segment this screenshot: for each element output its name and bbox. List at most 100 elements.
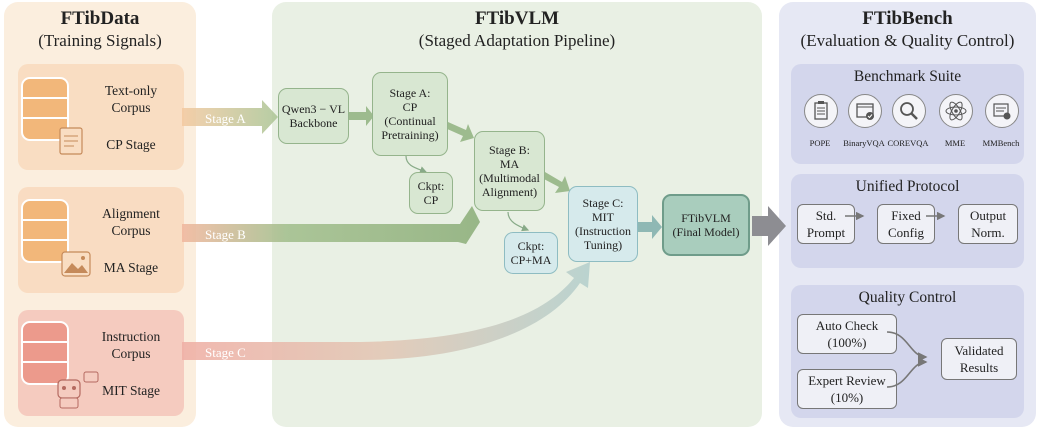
auto-check-line1: Auto Check [815, 318, 879, 333]
check-window-icon [848, 94, 882, 128]
corevqa-label: COREVQA [887, 138, 929, 148]
stage-b-flow-label: Stage B [205, 227, 246, 242]
vlm-subtitle: (Staged Adaptation Pipeline) [418, 31, 616, 50]
benchmark-suite-panel: Benchmark Suite POPE BinaryVQA COREVQA M… [791, 64, 1024, 164]
data-subtitle: (Training Signals) [38, 31, 162, 50]
ckpt-cp-node: Ckpt:CP [409, 172, 453, 214]
instruction-corpus-label-1: Instruction [101, 329, 161, 344]
mmbench-label: MMBench [982, 138, 1020, 148]
stage-b-to-ckpt-arrow [507, 211, 530, 232]
stage-a-flow-label: Stage A [205, 111, 246, 126]
clipboard-icon [804, 94, 838, 128]
final-line2: (Final Model) [672, 225, 740, 239]
stage-c-line4: Tuning) [583, 238, 623, 252]
ma-stage-label: MA Stage [103, 260, 159, 275]
bench-panel-title: FTibBench (Evaluation & Quality Control) [779, 8, 1036, 52]
final-to-bench-arrow [752, 206, 786, 246]
magnifier-icon [892, 94, 926, 128]
fixed-config-line1: Fixed [891, 208, 921, 223]
stage-c-line2: MIT [592, 210, 614, 224]
stage-a-to-ckpt-arrow [405, 155, 428, 174]
alignment-corpus-label-1: Alignment [102, 206, 160, 221]
backbone-line2: Backbone [289, 116, 338, 130]
chart-icon [985, 94, 1019, 128]
cp-stage-label: CP Stage [106, 137, 156, 152]
alignment-corpus-database-icon [21, 199, 69, 263]
bench-subtitle: (Evaluation & Quality Control) [800, 31, 1015, 50]
text-corpus-database-icon [21, 77, 69, 141]
atom-icon [939, 94, 973, 128]
quality-control-panel: Quality Control Auto Check (100%) Expert … [791, 285, 1024, 418]
stage-a-line1: Stage A: [389, 86, 431, 100]
ckpt-cpma-line1: Ckpt: [517, 239, 545, 253]
robot-icon [57, 371, 99, 409]
data-title: FTibData [60, 8, 140, 29]
auto-check-box: Auto Check (100%) [797, 314, 897, 354]
final-model-node: FTibVLM(Final Model) [662, 194, 750, 256]
stage-c-line1: Stage C: [582, 196, 624, 210]
stage-b-flow-arrow [182, 206, 480, 244]
final-line1: FTibVLM [681, 211, 731, 225]
output-norm-line2: Norm. [971, 225, 1005, 240]
expert-to-validated-arrow [886, 357, 928, 388]
alignment-corpus-label-2: Corpus [111, 223, 151, 238]
backbone-line1: Qwen3 − VL [281, 102, 346, 116]
expert-review-line2: (10%) [830, 390, 864, 405]
evaluation-panel: FTibBench (Evaluation & Quality Control)… [779, 2, 1036, 427]
expert-review-line1: Expert Review [808, 373, 886, 388]
backbone-to-stage-a-arrow [349, 106, 374, 126]
text-corpus-label-2: Corpus [111, 100, 151, 115]
stage-a-line4: Pretraining) [381, 128, 439, 142]
ckpt-cpma-node: Ckpt:CP+MA [504, 232, 558, 274]
vlm-panel-title: FTibVLM (Staged Adaptation Pipeline) [272, 8, 762, 52]
image-icon [61, 251, 91, 277]
data-panel-title: FTibData (Training Signals) [4, 8, 196, 52]
stage-a-line3: (Continual [384, 114, 436, 128]
stage-b-line1: Stage B: [488, 143, 530, 157]
std-prompt-box: Std. Prompt [797, 204, 855, 244]
ckpt-cp-line2: CP [423, 193, 439, 207]
stage-a-flow-arrow [182, 100, 278, 134]
mme-label: MME [944, 138, 966, 148]
benchmark-suite-title: Benchmark Suite [853, 68, 962, 85]
validated-line1: Validated [954, 343, 1004, 358]
validated-line2: Results [959, 360, 999, 375]
expert-review-box: Expert Review (10%) [797, 369, 897, 409]
quality-control-title: Quality Control [858, 289, 957, 306]
auto-to-validated-arrow [886, 331, 928, 362]
std-prompt-line2: Prompt [806, 225, 846, 240]
stage-b-line3: (Multimodal [479, 171, 540, 185]
fixed-config-line2: Config [887, 225, 925, 240]
document-icon [59, 127, 83, 155]
ckpt-cpma-line2: CP+MA [510, 253, 552, 267]
output-norm-line1: Output [969, 208, 1007, 223]
std-prompt-line1: Std. [815, 208, 837, 223]
pope-label: POPE [809, 138, 831, 148]
ckpt-cp-line1: Ckpt: [417, 179, 445, 193]
stage-b-line4: Alignment) [481, 185, 538, 199]
unified-protocol-title: Unified Protocol [855, 178, 960, 195]
stage-c-flow-label: Stage C [205, 345, 246, 360]
instruction-corpus-database-icon [21, 321, 69, 385]
stage-c-line3: (Instruction [575, 224, 631, 238]
mit-stage-label: MIT Stage [102, 383, 160, 398]
instruction-corpus-label-2: Corpus [111, 346, 151, 361]
stage-c-flow-arrow [182, 262, 590, 360]
stage-b-line2: MA [499, 157, 520, 171]
vlm-title: FTibVLM [474, 8, 560, 29]
bench-title: FTibBench [862, 8, 953, 29]
auto-check-line2: (100%) [827, 335, 867, 350]
stage-b-to-stage-c-arrow [542, 172, 570, 193]
text-corpus-label-1: Text-only [104, 83, 158, 98]
stage-a-line2: CP [402, 100, 418, 114]
binaryvqa-label: BinaryVQA [843, 138, 885, 148]
